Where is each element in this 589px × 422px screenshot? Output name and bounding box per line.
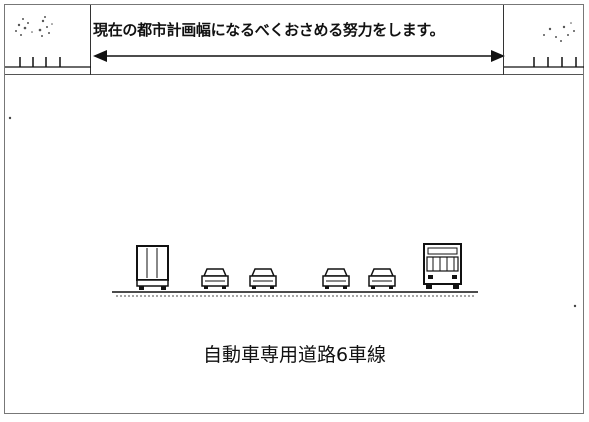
truck-icon [136, 245, 169, 290]
left-sidewalk-zone [5, 5, 91, 75]
right-trees-icon [504, 22, 584, 68]
car-icon [249, 268, 277, 289]
left-trees-icon [5, 16, 91, 68]
urban-plan-width-band: 現在の都市計画幅になるべくおさめる努力をします。 [5, 5, 584, 75]
road-type-caption: 自動車専用道路6車線 [202, 344, 387, 366]
double-arrow-icon [93, 50, 505, 62]
car-icon [322, 268, 350, 289]
width-note: 現在の都市計画幅になるべくおさめる努力をします。 [93, 21, 445, 39]
right-sidewalk-zone [503, 5, 584, 75]
car-icon [368, 268, 396, 289]
diagram-frame: 現在の都市計画幅になるべくおさめる努力をします。 [4, 4, 584, 414]
car-icon [201, 268, 229, 289]
bus-icon [423, 243, 462, 289]
